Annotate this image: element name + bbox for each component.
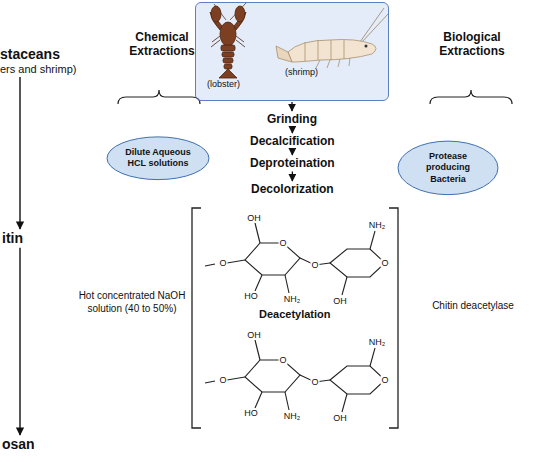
atom-label: O bbox=[310, 261, 319, 270]
chitosan-structure bbox=[205, 340, 385, 412]
column-label: ers and shrimp) bbox=[0, 63, 76, 76]
flow-arrow bbox=[292, 127, 293, 133]
atom-label: OH bbox=[332, 414, 348, 423]
source-text: staceansers and shrimp) bbox=[0, 46, 76, 76]
bracket bbox=[389, 208, 398, 428]
group-heading: Biological Extractions bbox=[430, 30, 514, 59]
flow-arrow bbox=[19, 77, 20, 229]
brace bbox=[430, 90, 512, 104]
step-label: Decolorization bbox=[251, 182, 334, 196]
flow-arrow bbox=[292, 149, 293, 155]
flow-arrow bbox=[19, 248, 20, 435]
atom-label: O bbox=[310, 378, 319, 387]
atom-label: O bbox=[380, 259, 389, 268]
process-step: Grinding bbox=[267, 112, 317, 126]
atom-label: NH₂ bbox=[368, 221, 387, 230]
ellipse-label: Dilute Aqueous HCL solutions bbox=[106, 136, 210, 181]
product-text: osan bbox=[2, 436, 35, 453]
figure-caption: (lobster) bbox=[207, 79, 240, 89]
atom-label: NH₂ bbox=[368, 338, 387, 347]
atom-label: O bbox=[218, 259, 227, 268]
shrimp-figure bbox=[276, 8, 388, 68]
product-text: itin bbox=[2, 230, 23, 247]
atom-label: OH bbox=[246, 214, 262, 223]
condition-note: Hot concentrated NaOH solution (40 to 50… bbox=[76, 290, 188, 315]
bracket bbox=[192, 208, 201, 428]
column-label: osan bbox=[2, 436, 35, 453]
ellipse-label: Protease producing Bacteria bbox=[397, 140, 499, 196]
atom-label: O bbox=[278, 356, 287, 365]
atom-label: NH₂ bbox=[283, 295, 302, 304]
step-label: Deproteination bbox=[250, 156, 335, 170]
image-panel: (lobster) (shrimp) bbox=[195, 2, 389, 101]
atom-label: OH bbox=[246, 331, 262, 340]
reagent-ellipse: Protease producing Bacteria bbox=[397, 140, 499, 196]
step-label: Grinding bbox=[267, 112, 317, 126]
process-step: Decalcification bbox=[250, 134, 335, 148]
figure-caption: (shrimp) bbox=[285, 67, 318, 77]
chitin-structure bbox=[205, 223, 385, 295]
flow-arrow bbox=[292, 171, 293, 181]
atom-label: NH₂ bbox=[283, 412, 302, 421]
atom-label: O bbox=[278, 239, 287, 248]
atom-label: HO bbox=[243, 409, 259, 418]
enzyme-note: Chitin deacetylase bbox=[432, 300, 514, 313]
atom-label: O bbox=[218, 376, 227, 385]
column-label: staceans bbox=[0, 46, 76, 63]
reagent-ellipse: Dilute Aqueous HCL solutions bbox=[106, 136, 210, 181]
process-step: Deproteination bbox=[250, 156, 335, 170]
group-heading: Chemical Extractions bbox=[122, 30, 202, 59]
atom-label: HO bbox=[243, 292, 259, 301]
brace bbox=[118, 90, 200, 104]
atom-label: O bbox=[380, 376, 389, 385]
process-step: Decolorization bbox=[251, 182, 334, 196]
flow-arrow bbox=[291, 102, 292, 111]
step-label: Deacetylation bbox=[259, 308, 331, 320]
atom-label: OH bbox=[332, 297, 348, 306]
step-label: Decalcification bbox=[250, 134, 335, 148]
column-label: itin bbox=[2, 230, 23, 247]
lobster-figure bbox=[210, 3, 246, 78]
